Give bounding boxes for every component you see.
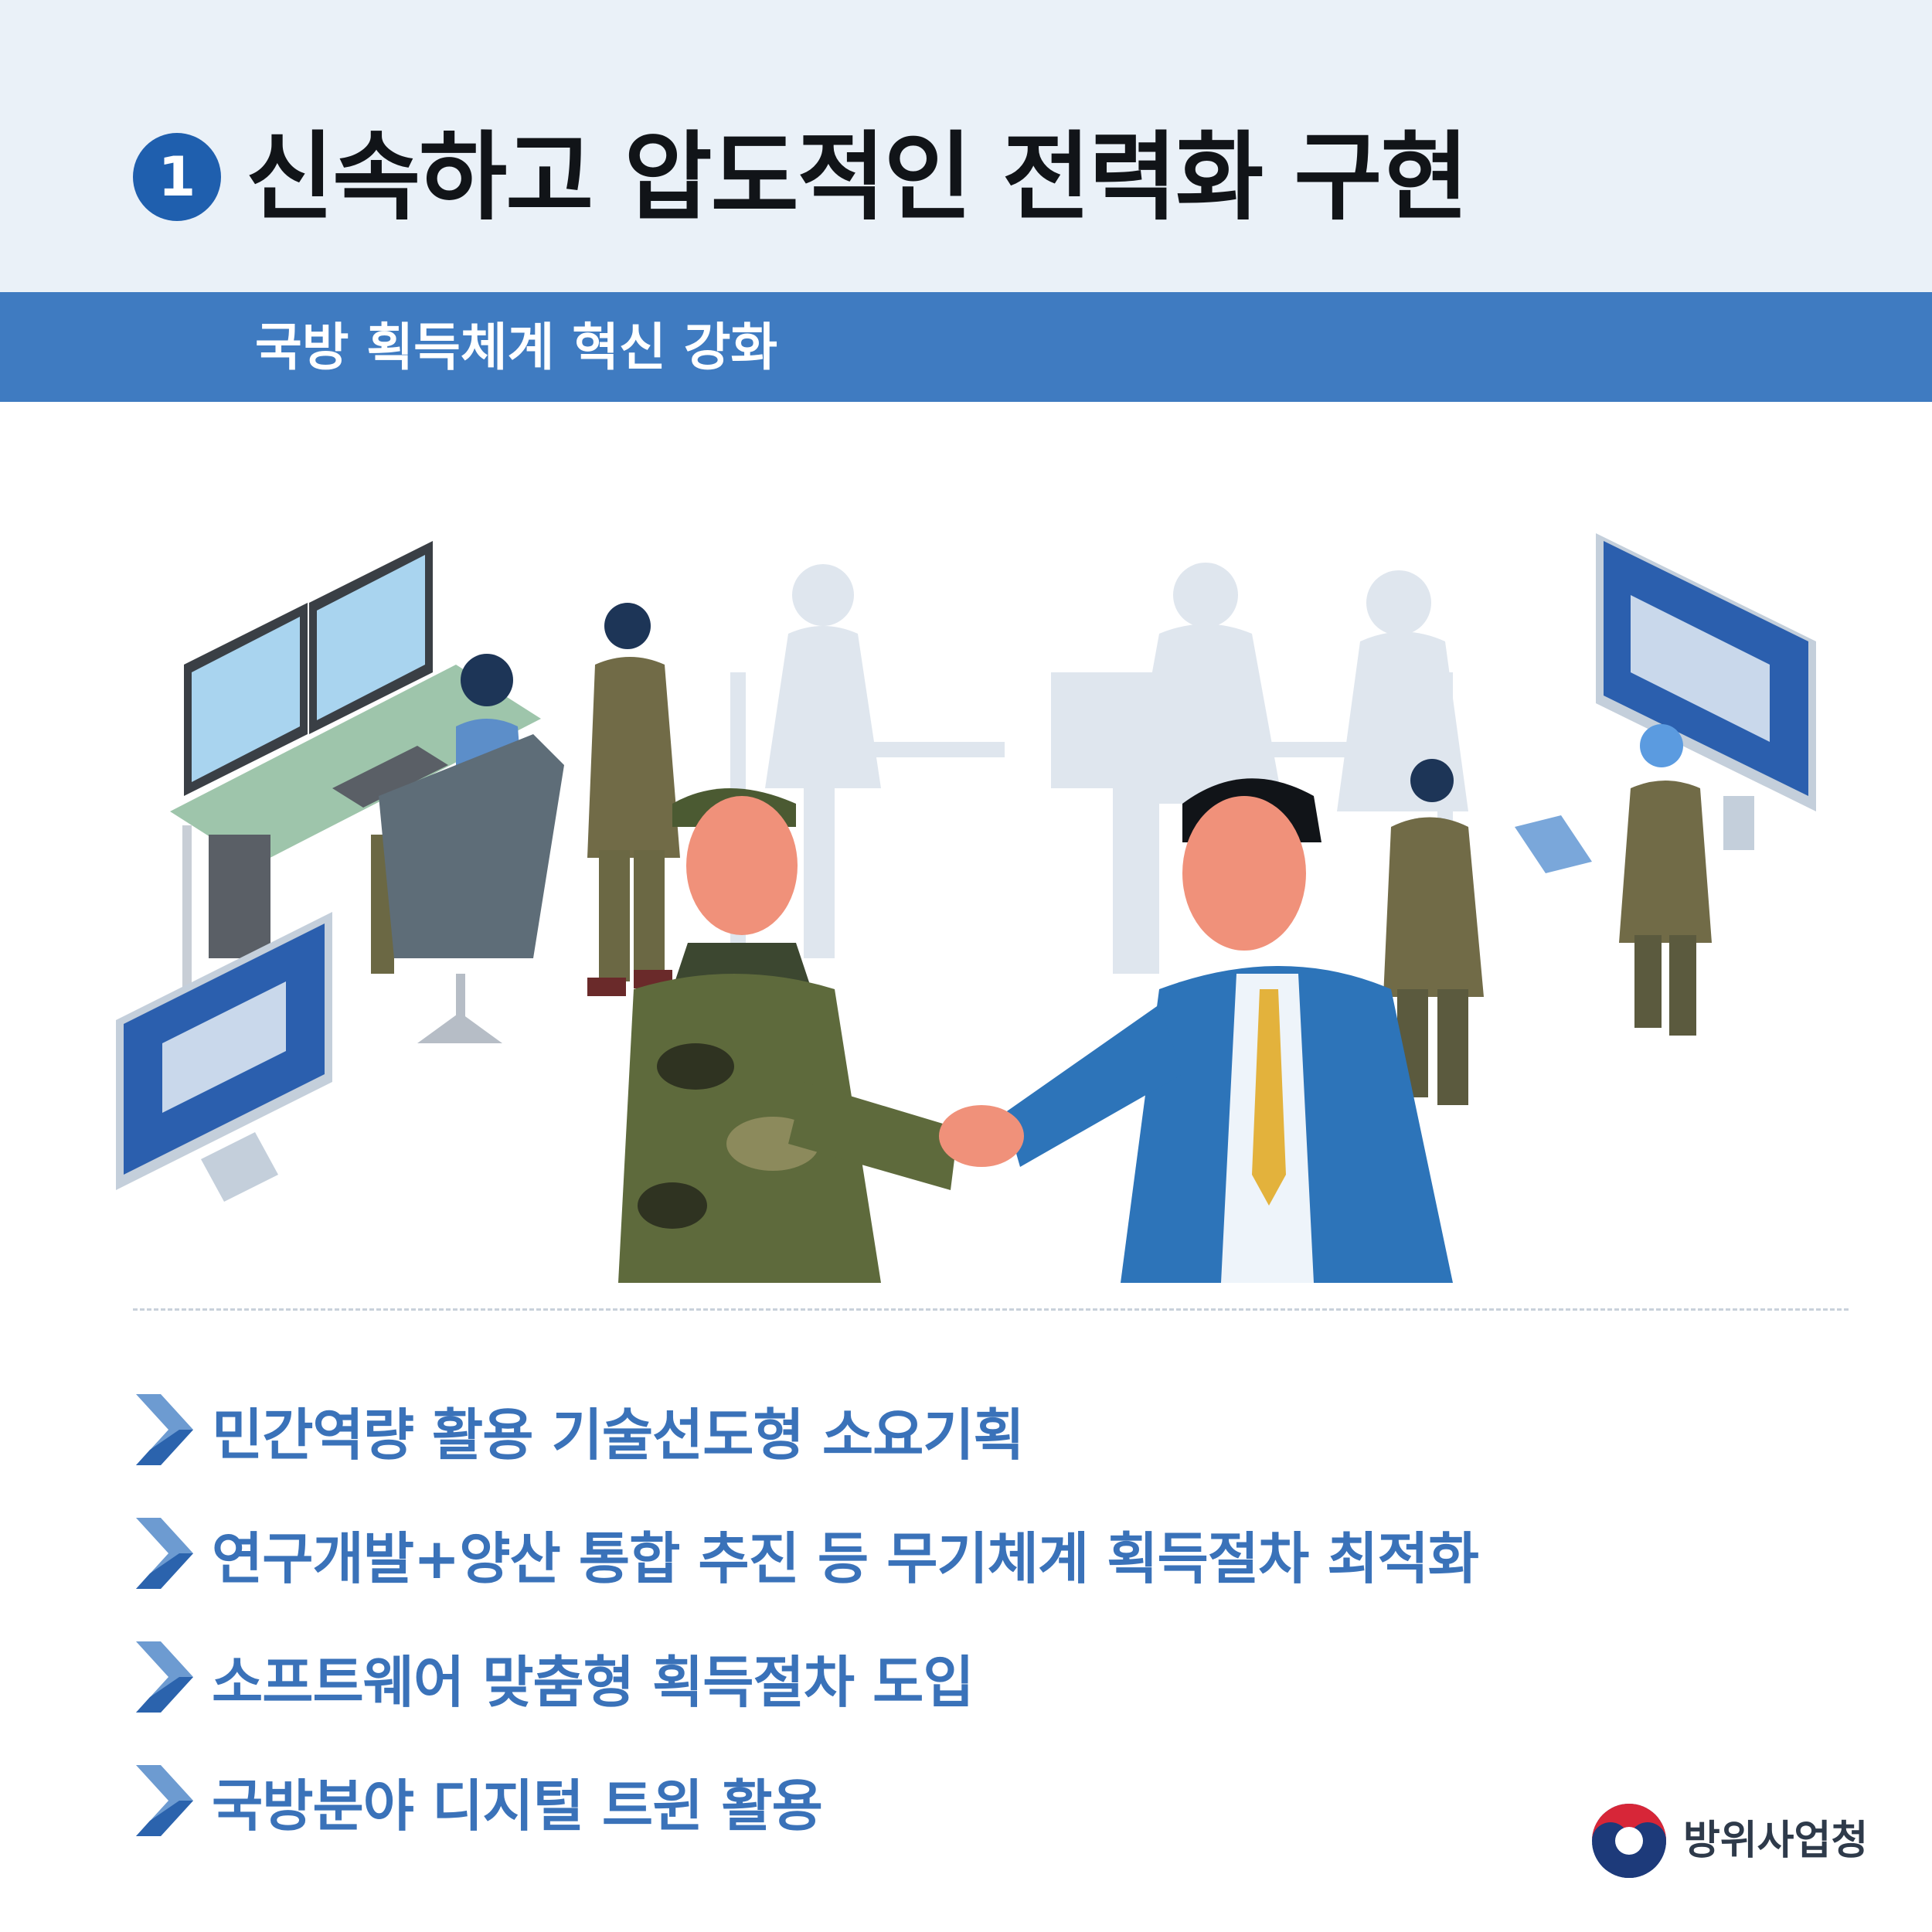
- list-item-text: 국방분야 디지털 트윈 활용: [212, 1773, 823, 1838]
- government-emblem-icon: [1592, 1804, 1666, 1878]
- camouflage-soldier: [618, 788, 958, 1283]
- chevron-bullet-icon: [136, 1765, 193, 1836]
- monitor-left-bottom: [116, 912, 332, 1202]
- page-title: 신속하고 압도적인 전력화 구현: [246, 122, 1469, 233]
- soldiers-exchanging-document: [1383, 724, 1712, 1105]
- list-item: 연구개발+양산 통합 추진 등 무기체계 획득절차 최적화: [133, 1492, 1879, 1615]
- chevron-bullet-icon: [136, 1641, 193, 1713]
- list-item-text: 민간역량 활용 기술선도형 소요기획: [212, 1402, 1025, 1468]
- standing-soldier-left: [587, 603, 680, 996]
- businessman: [1005, 778, 1453, 1283]
- subtitle-bar: [0, 292, 1932, 402]
- page-subtitle: 국방 획득체계 혁신 강화: [255, 318, 778, 377]
- seated-worker: [371, 654, 564, 1043]
- handshake: [939, 1105, 1024, 1167]
- header-band: [0, 0, 1932, 292]
- list-item-text: 연구개발+양산 통합 추진 등 무기체계 획득절차 최적화: [212, 1526, 1479, 1591]
- list-item-text: 소프트웨어 맞춤형 획득절차 도입: [212, 1649, 975, 1715]
- list-item: 국방분야 디지털 트윈 활용: [133, 1739, 1879, 1862]
- section-divider: [133, 1308, 1849, 1311]
- monitor-right: [1596, 533, 1816, 850]
- chevron-bullet-icon: [136, 1518, 193, 1589]
- organization-name: 방위사업청: [1683, 1818, 1869, 1864]
- section-number-badge: 1: [133, 133, 221, 221]
- list-item: 소프트웨어 맞춤형 획득절차 도입: [133, 1615, 1879, 1739]
- list-item: 민간역량 활용 기술선도형 소요기획: [133, 1368, 1879, 1492]
- feature-list: 민간역량 활용 기술선도형 소요기획 연구개발+양산 통합 추진 등 무기체계 …: [133, 1368, 1879, 1862]
- illustration: [116, 533, 1816, 1283]
- desk-workstation: [170, 541, 541, 995]
- chevron-bullet-icon: [136, 1394, 193, 1465]
- background-silhouettes: [730, 563, 1468, 974]
